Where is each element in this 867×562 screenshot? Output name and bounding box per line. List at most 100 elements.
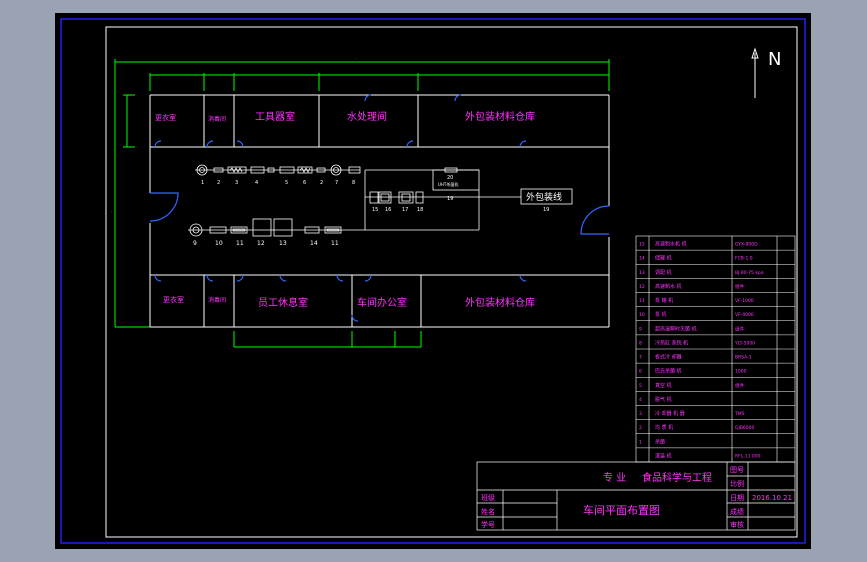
parts-name: 板式冷 却器 <box>655 354 682 361</box>
parts-spec: YLT-5000 <box>734 340 755 346</box>
process-line-2 <box>188 218 365 237</box>
room-label: 外包装材料仓库 <box>465 296 535 309</box>
svg-text:·: · <box>355 56 356 61</box>
equip-num: 1 <box>201 180 204 186</box>
room-label: 车间办公室 <box>357 296 407 309</box>
parts-name: 泵 罐 机 <box>655 297 673 304</box>
parts-no: 14 <box>639 256 645 262</box>
parts-no: 5 <box>639 383 642 389</box>
equip-num: 19 <box>447 196 453 202</box>
parts-spec: BRSA-1 <box>735 355 752 361</box>
process-line-1 <box>195 164 573 231</box>
parts-name: 泵 机 <box>655 311 667 318</box>
room-label: 外包装材料仓库 <box>465 110 535 123</box>
major-value: 食品科学与工程 <box>642 471 712 484</box>
equip-num: 16 <box>385 207 391 213</box>
parts-name: 调配 机 <box>655 269 672 276</box>
parts-spec: 1000 <box>735 369 747 375</box>
date-value: 2016.10.21 <box>752 494 792 502</box>
parts-no: 1 <box>639 439 642 445</box>
floor-plan-drawing: N · · <box>60 18 806 544</box>
equip-num: 12 <box>257 240 265 247</box>
parts-no: 13 <box>639 270 645 276</box>
parts-spec: 组件 <box>735 283 744 290</box>
parts-no: 2 <box>639 425 642 431</box>
parts-no: 6 <box>639 369 642 375</box>
parts-no: 8 <box>639 340 642 346</box>
outer-packaging-label: 外包装线 <box>526 191 562 203</box>
major-label: 专 业 <box>603 471 626 484</box>
student-id-label: 学号 <box>481 520 495 529</box>
equip-num: 4 <box>255 180 258 186</box>
parts-name: 冷热缸 系统 机 <box>655 339 688 346</box>
parts-spec: TMS <box>734 411 745 417</box>
parts-spec: 组件 <box>735 382 744 389</box>
room-label: 员工休息室 <box>258 296 308 309</box>
equip-num: 7 <box>335 180 338 186</box>
door-swings <box>149 94 610 322</box>
equip-num: 13 <box>279 240 287 247</box>
date-label: 日期 <box>730 494 744 502</box>
parts-no: 4 <box>639 397 642 403</box>
parts-no: 7 <box>639 355 642 361</box>
parts-no: 15 <box>639 242 645 248</box>
drawing-title: 车间平面布置图 <box>583 503 660 517</box>
parts-spec: VF-1000 <box>735 298 754 304</box>
parts-name: 真空 机 <box>655 382 672 389</box>
grade-label: 成绩 <box>730 507 744 516</box>
equip-num: 3 <box>235 180 238 186</box>
equip-num: 9 <box>193 240 197 247</box>
dimension-texts: · · <box>111 56 356 214</box>
dimension-lines <box>114 59 610 348</box>
parts-no: 3 <box>639 411 642 417</box>
equip-num: 2 <box>320 180 323 186</box>
svg-text:·: · <box>111 209 112 214</box>
class-label: 班级 <box>481 493 495 502</box>
room-labels-top: 更衣室 消毒间 工具器室 水处理间 外包装材料仓库 <box>155 110 535 123</box>
room-label: 工具器室 <box>255 110 295 123</box>
name-label: 姓名 <box>481 507 495 516</box>
scale-label: 比例 <box>730 479 744 488</box>
cad-viewport: N · · <box>55 13 811 549</box>
parts-name: 杀菌 <box>655 438 665 445</box>
parts-name: 灌装 机 <box>655 452 672 459</box>
parts-spec: GYX-800Ω <box>735 242 758 248</box>
building-walls <box>149 94 610 328</box>
equip-num: 2 <box>217 180 220 186</box>
parts-name: 脱气 机 <box>655 396 672 403</box>
title-right-labels: 图号 比例 日期 成绩 审核 <box>730 466 744 529</box>
uht-label: UHT杀菌机 <box>438 181 458 187</box>
title-left-labels: 班级 姓名 学号 <box>481 493 495 529</box>
parts-no: 11 <box>639 298 645 304</box>
room-label: 水处理间 <box>347 110 387 123</box>
north-label: N <box>768 49 781 70</box>
parts-name: 冷 却器 机 器 <box>655 410 685 417</box>
equip-num: 11 <box>236 240 244 247</box>
parts-no: 9 <box>639 326 642 332</box>
parts-name: 储罐 机 <box>655 255 672 262</box>
equip-num: 20 <box>447 175 453 181</box>
equip-num: 5 <box>285 180 288 186</box>
parts-name: 高速制水机 机 <box>655 241 687 248</box>
equip-num: 6 <box>303 180 306 186</box>
equip-num: 19 <box>543 207 549 213</box>
parts-spec: FCB-1.0 <box>735 256 753 262</box>
parts-spec: RFL-11 000 <box>735 453 761 459</box>
room-label: 消毒间 <box>208 296 226 304</box>
room-label: 更衣室 <box>155 113 176 122</box>
parts-name: 高速制水 机 <box>655 283 682 290</box>
title-block <box>476 461 796 531</box>
room-label: 消毒间 <box>208 115 226 123</box>
equip-num: 8 <box>352 180 355 186</box>
parts-spec: 组件 <box>735 325 744 332</box>
parts-spec: GJB6000 <box>735 425 754 431</box>
review-label: 审核 <box>730 520 744 529</box>
inner-frame <box>105 26 798 538</box>
equip-num: 18 <box>417 207 423 213</box>
equip-num: 15 <box>372 207 378 213</box>
parts-no: 10 <box>639 312 645 318</box>
room-label: 更衣室 <box>163 295 184 304</box>
equip-num: 11 <box>331 240 339 247</box>
equip-num: 10 <box>215 240 223 247</box>
